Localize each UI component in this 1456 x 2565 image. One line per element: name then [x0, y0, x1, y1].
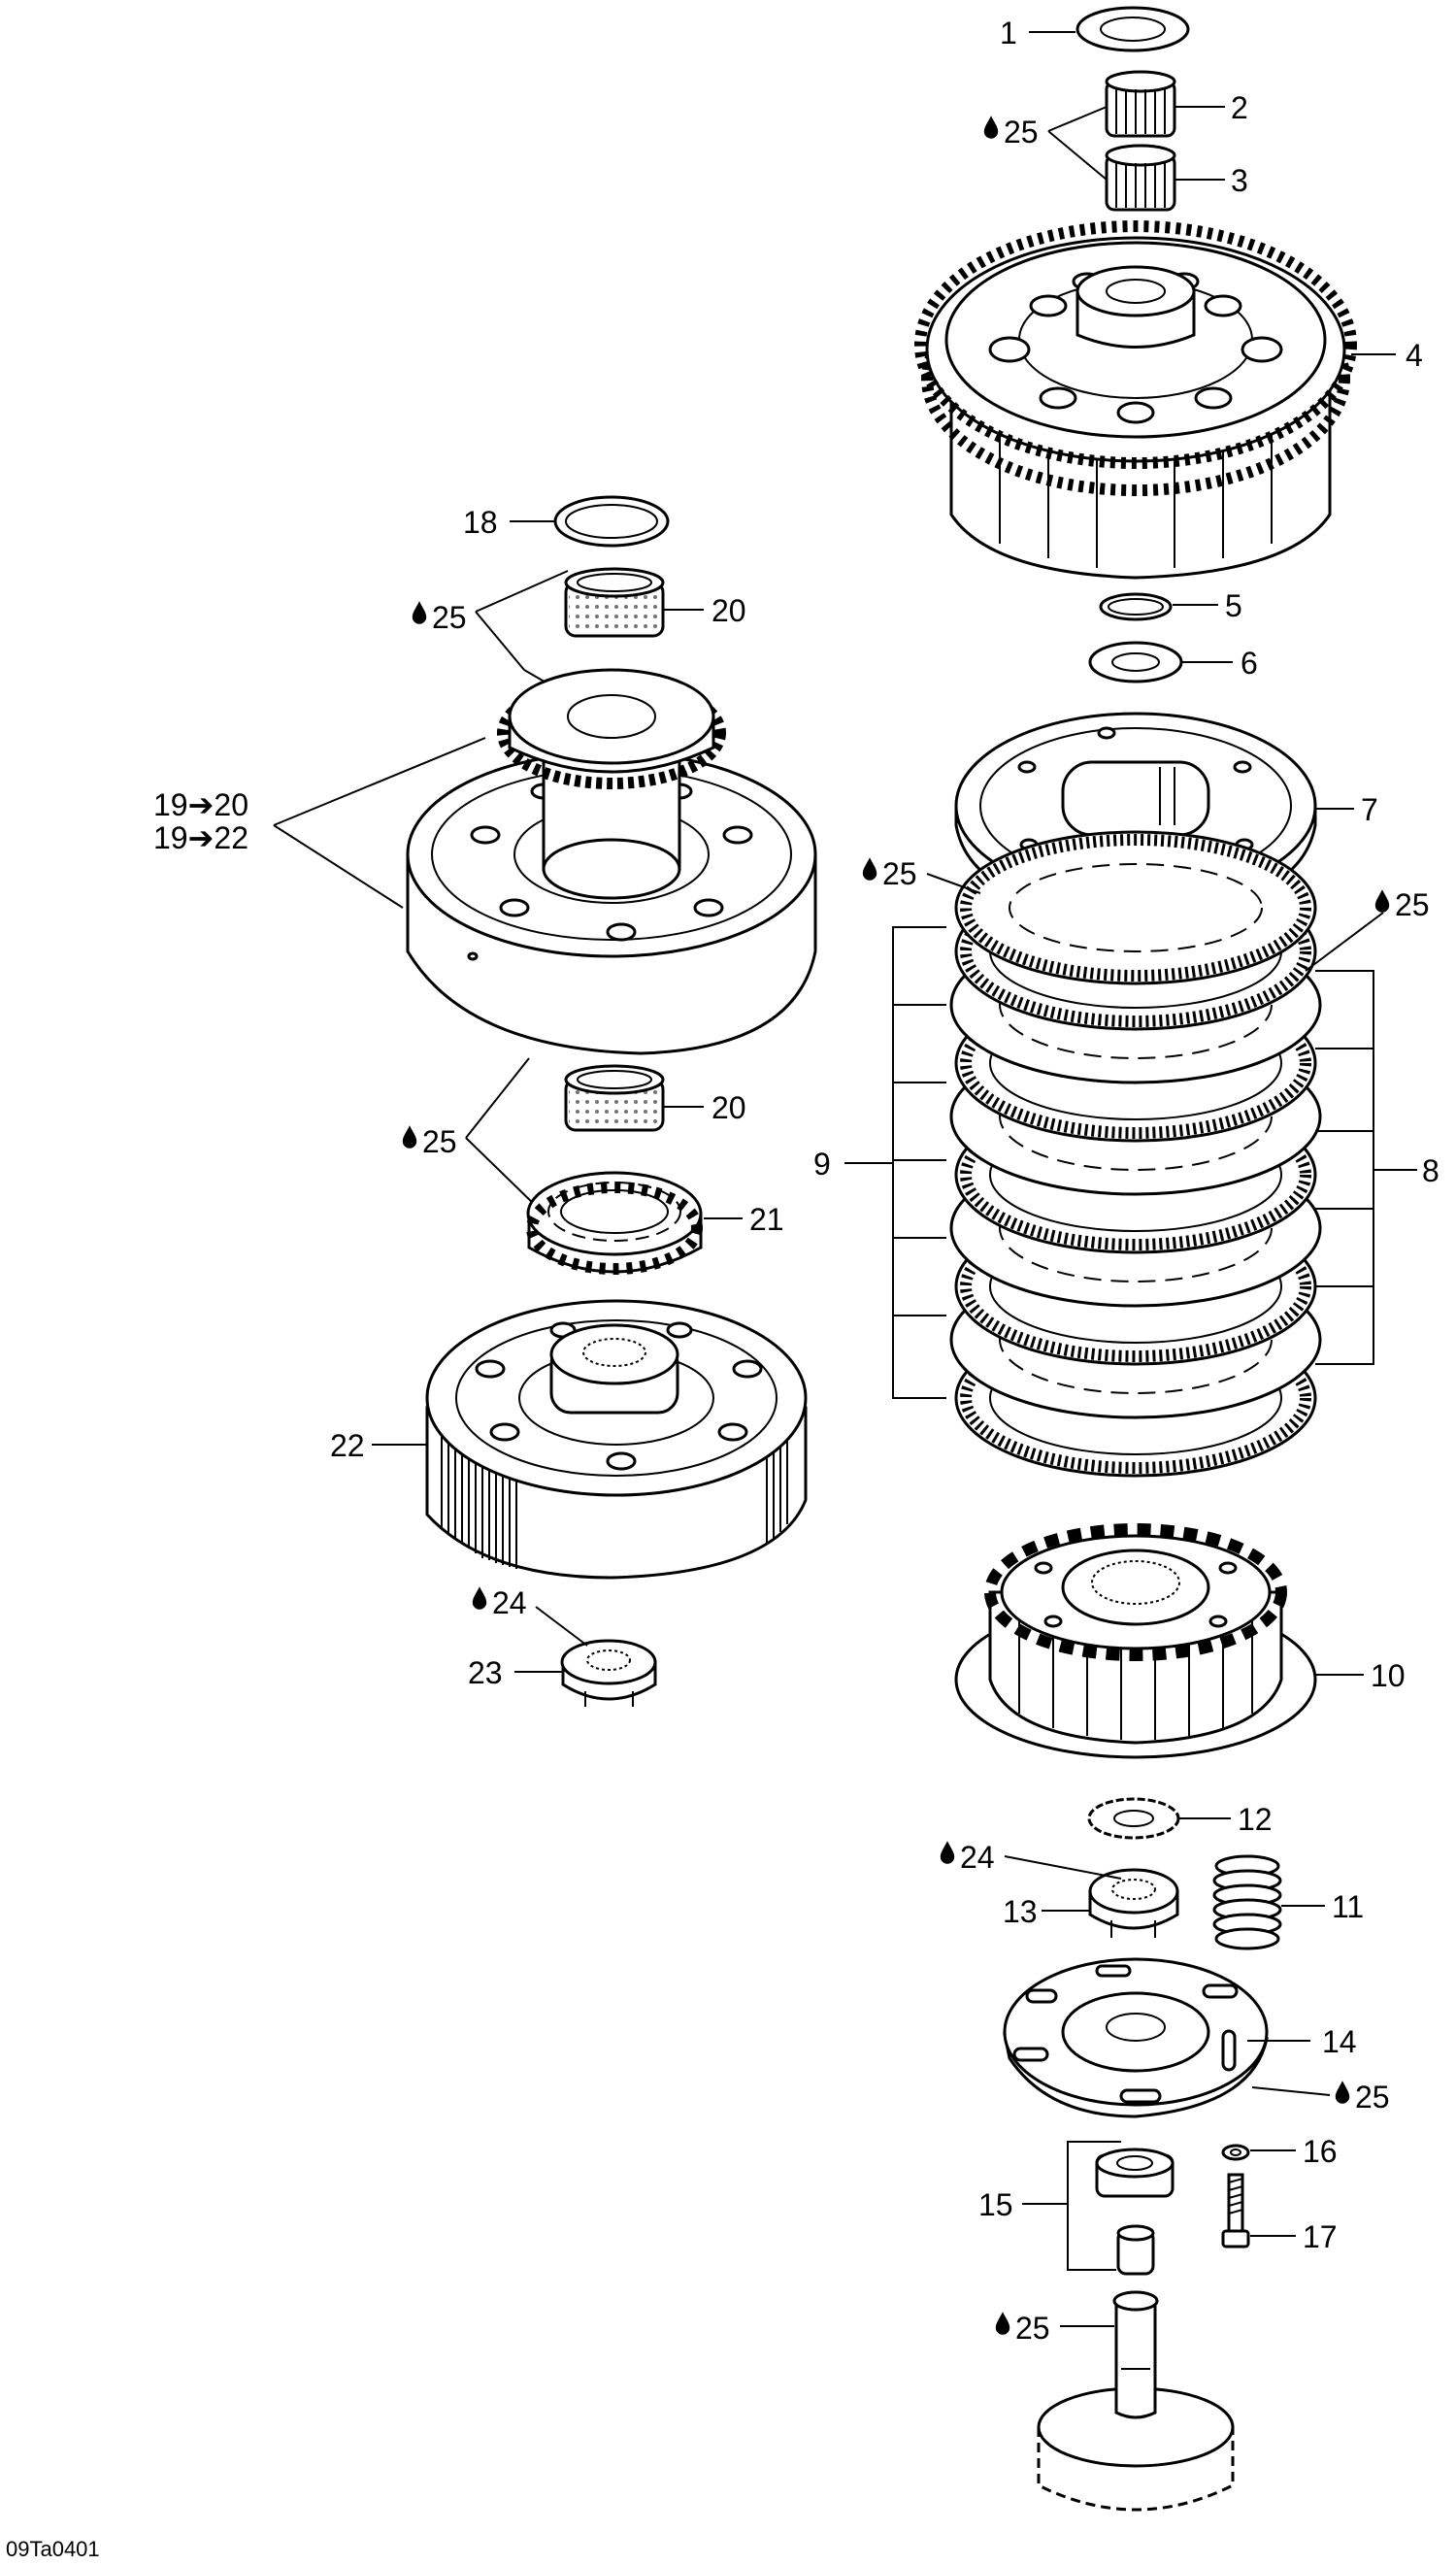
- svg-text:25: 25: [1015, 2311, 1050, 2346]
- callout-13: 13: [1003, 1894, 1038, 1929]
- lubricant-25-plate: 25: [1251, 2080, 1390, 2115]
- callout-18: 18: [463, 505, 498, 540]
- callout-22: 22: [330, 1428, 365, 1463]
- oil-drop-icon: [983, 116, 999, 139]
- lubricant-25-bearings: 25: [983, 106, 1108, 181]
- oil-drop-icon: [1374, 889, 1390, 913]
- needle-bearing-part-3: [1105, 144, 1176, 212]
- svg-text:25: 25: [422, 1124, 457, 1159]
- callout-7: 7: [1361, 792, 1378, 827]
- svg-text:25: 25: [882, 856, 917, 891]
- clutch-plate-stack-parts-8-9: [949, 830, 1322, 1478]
- callout-6: 6: [1241, 646, 1258, 681]
- svg-text:25: 25: [1004, 115, 1039, 150]
- callout-1: 1: [1000, 16, 1017, 50]
- callout-3: 3: [1231, 163, 1248, 198]
- callout-19-to-22: 19➔22: [153, 820, 248, 855]
- clutch-housing-gear-part-4: [914, 220, 1357, 580]
- thrust-washer-part-1: [1075, 6, 1190, 52]
- clutch-spring-part-11: [1212, 1854, 1282, 1950]
- callout-16: 16: [1303, 2134, 1338, 2169]
- washer-part-16: [1221, 2144, 1250, 2161]
- svg-text:25: 25: [432, 600, 467, 635]
- svg-text:24: 24: [960, 1840, 995, 1875]
- lubricant-24-nut: 24: [940, 1840, 1122, 1880]
- callout-19-to-20: 19➔20: [153, 787, 248, 822]
- clutch-inner-hub-part-10: [954, 1523, 1317, 1759]
- callout-20-lower: 20: [711, 1090, 746, 1125]
- oil-drop-icon: [472, 1586, 487, 1610]
- bushing-part-20-upper: [564, 567, 665, 638]
- callout-20-upper: 20: [711, 593, 746, 628]
- release-bearing-part-15: [1095, 2148, 1175, 2276]
- callout-10: 10: [1371, 1658, 1406, 1693]
- callout-4: 4: [1406, 338, 1423, 373]
- svg-text:25: 25: [1355, 2080, 1390, 2115]
- callout-2: 2: [1231, 90, 1248, 125]
- bracket-8: [1315, 970, 1417, 1365]
- bracket-9: [844, 926, 946, 1399]
- lubricant-25-plates-left: 25: [862, 856, 981, 894]
- oil-drop-icon: [412, 601, 427, 624]
- needle-bearing-part-2: [1105, 70, 1176, 138]
- lubricant-25-plates-right: 25: [1305, 887, 1430, 972]
- oil-drop-icon: [995, 2312, 1010, 2335]
- callout-19-leaders: [273, 737, 486, 909]
- callout-23: 23: [468, 1655, 503, 1690]
- callout-9: 9: [813, 1147, 831, 1182]
- lubricant-25-pushrod: 25: [995, 2311, 1114, 2346]
- o-ring-part-5: [1099, 592, 1173, 621]
- sprag-clutch-part-21: [526, 1171, 703, 1275]
- push-rod-assembly: [1037, 2290, 1235, 2512]
- one-way-clutch-housing-part-22: [425, 1299, 808, 1580]
- callout-21: 21: [749, 1202, 784, 1237]
- callout-14: 14: [1322, 2024, 1357, 2059]
- callout-8: 8: [1422, 1153, 1439, 1188]
- callout-5: 5: [1225, 588, 1242, 623]
- callout-11: 11: [1332, 1889, 1364, 1924]
- washer-part-18: [553, 495, 670, 548]
- svg-text:24: 24: [492, 1585, 527, 1620]
- lubricant-25-lower-bushing: 25: [402, 1057, 540, 1210]
- nut-part-13: [1088, 1868, 1179, 1938]
- oil-drop-icon: [1335, 2081, 1350, 2104]
- callout-17: 17: [1303, 2219, 1338, 2254]
- svg-text:25: 25: [1395, 887, 1430, 922]
- bushing-part-20-lower: [564, 1064, 665, 1132]
- oil-drop-icon: [402, 1125, 417, 1149]
- callout-12: 12: [1238, 1802, 1273, 1837]
- lock-washer-part-12: [1087, 1797, 1180, 1840]
- screw-part-17: [1221, 2173, 1250, 2249]
- washer-part-6: [1088, 641, 1183, 683]
- spring-retainer-plate-part-14: [1003, 1957, 1269, 2118]
- lubricant-24-lower-nut: 24: [472, 1585, 588, 1647]
- nut-part-23: [560, 1639, 657, 1707]
- oil-drop-icon: [862, 857, 877, 881]
- starter-drive-gear-part-19: [406, 668, 817, 1055]
- figure-code: 09Ta0401: [6, 2537, 100, 2561]
- oil-drop-icon: [940, 1841, 955, 1864]
- callout-15: 15: [978, 2187, 1013, 2222]
